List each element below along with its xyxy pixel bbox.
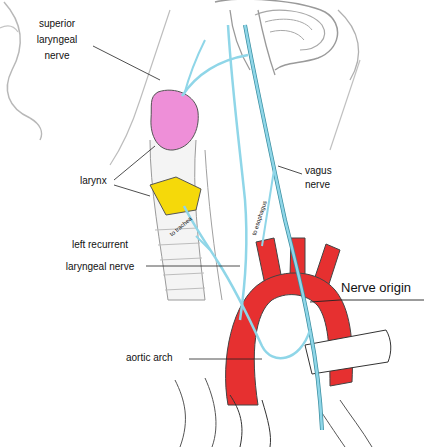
cerebellum-outline: [265, 19, 312, 30]
right-vagus-nerve: [228, 25, 246, 320]
vessel-label: aortic arch: [126, 351, 188, 365]
leader-line: [146, 266, 240, 267]
superior-laryngeal-nerve: [182, 55, 248, 96]
head-outline: [4, 2, 30, 118]
head-outline: [30, 118, 42, 140]
esophagus: [205, 150, 222, 300]
nerve-branch: [184, 40, 205, 95]
leader-line: [278, 166, 302, 174]
trachea: [150, 140, 205, 300]
organ-label: larynx: [80, 174, 114, 188]
nerve-label: vagus nerve: [305, 164, 347, 192]
leader-line: [310, 300, 424, 302]
neck-outline: [330, 60, 360, 150]
highlight-label: Nerve origin: [341, 280, 425, 296]
tracheal-branch: [196, 236, 210, 250]
brain-outline: [338, 10, 359, 80]
vagus-nerve-outline: [245, 25, 322, 430]
leader-line: [114, 146, 155, 196]
recurrent-laryngeal-nerve: [184, 206, 310, 358]
cerebellum-outline: [270, 30, 304, 40]
leader-line: [93, 46, 160, 80]
vessel-outline: [230, 395, 271, 447]
nerve-label: left recurrent laryngeal nerve: [56, 234, 144, 278]
vessel-outline: [320, 400, 372, 447]
larynx-shape: [151, 90, 198, 150]
vagus-nerve: [245, 25, 322, 430]
vessel-outline: [175, 378, 216, 447]
nerve-label: superior laryngeal nerve: [26, 16, 88, 64]
leader-line: [189, 359, 262, 360]
head-outline: [0, 26, 18, 32]
brainstem-outline: [258, 10, 275, 75]
thyroid-shape: [150, 177, 201, 215]
